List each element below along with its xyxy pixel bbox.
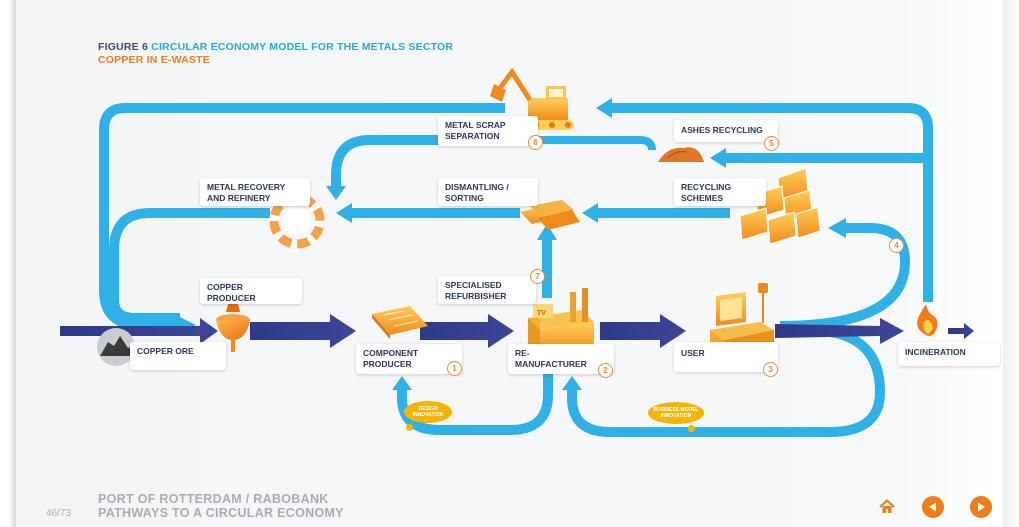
triangle-right-icon (978, 502, 985, 512)
design-innovation-bubble: DESIGN INNOVATION (404, 401, 452, 423)
component-producer-line1: COMPONENT (363, 348, 419, 358)
refurbisher-line2: REFURBISHER (445, 291, 507, 301)
loop-user-to-recycling (779, 223, 911, 331)
node-metal-recovery: METAL RECOVERY AND REFINERY (200, 178, 310, 206)
ladle-icon (216, 304, 250, 352)
recycling-schemes-line1: RECYCLING (681, 182, 732, 192)
metal-recovery-line1: METAL RECOVERY (207, 182, 286, 192)
refurbisher-line1: SPECIALISED (445, 280, 502, 290)
step-badge-2: 2 (598, 363, 613, 378)
loop-arrowheads (178, 98, 846, 390)
copper-producer-line2: PRODUCER (207, 293, 256, 303)
user-label: USER (681, 348, 705, 358)
design-bubble-line2: INNOVATION (412, 412, 444, 418)
loop-ashes-link (520, 136, 656, 151)
boards-pile-icon (520, 200, 580, 230)
remanufacturer-line2: MANUFACTURER (515, 359, 587, 369)
excavator-icon (490, 67, 574, 130)
home-button[interactable] (876, 496, 898, 518)
loop-scrap-to-producer (99, 103, 505, 330)
node-copper-producer: COPPER PRODUCER (200, 278, 302, 304)
business-innovation-bubble: BUSINESS MODEL INNOVATION (648, 402, 704, 424)
step-badge-7: 7 (530, 269, 545, 284)
business-bubble-tail (688, 425, 695, 432)
node-recycling-schemes: RECYCLING SCHEMES (674, 178, 766, 206)
footer-report-title: PATHWAYS TO A CIRCULAR ECONOMY (98, 506, 344, 520)
ashes-recycling-label: ASHES RECYCLING (681, 125, 763, 135)
next-page-button[interactable] (970, 496, 992, 518)
flame-icon (917, 304, 938, 336)
circuit-board-icon (372, 306, 428, 339)
footer-publisher: PORT OF ROTTERDAM / RABOBANK (98, 492, 329, 506)
node-dismantling: DISMANTLING / SORTING (438, 178, 538, 206)
copper-producer-line1: COPPER (207, 282, 243, 292)
right-edge-shadow (1003, 0, 1019, 527)
step-badge-5: 5 (764, 136, 779, 151)
home-icon (879, 499, 895, 513)
node-metal-scrap: METAL SCRAP SEPARATION (438, 116, 538, 146)
previous-page-button[interactable] (922, 496, 944, 518)
business-bubble-line1: BUSINESS MODEL (653, 407, 699, 413)
design-bubble-line1: DESIGN (418, 406, 438, 412)
component-producer-line2: PRODUCER (363, 359, 412, 369)
node-component-producer: COMPONENT PRODUCER (356, 344, 462, 374)
triangle-left-icon (929, 502, 936, 512)
metal-scrap-line1: METAL SCRAP (445, 120, 506, 130)
loop-arrows (99, 103, 933, 437)
loop-recovery-to-producer (109, 208, 270, 323)
node-user: USER (674, 342, 778, 372)
left-edge-shadow (8, 0, 16, 527)
remanufacturer-line1: RE- (515, 348, 530, 358)
figure-label: FIGURE 6 (98, 41, 149, 53)
node-copper-ore: COPPER ORE (130, 342, 226, 370)
business-bubble-line2: INNOVATION (660, 413, 692, 419)
dismantling-line1: DISMANTLING / (445, 182, 509, 192)
recycling-bins-icon (739, 167, 821, 245)
figure-title: FIGURE 6 CIRCULAR ECONOMY MODEL FOR THE … (98, 41, 453, 53)
step-badge-6: 6 (528, 135, 543, 150)
node-ashes-recycling: ASHES RECYCLING (674, 120, 778, 142)
page-number: 46/73 (46, 508, 72, 519)
step-badge-3: 3 (763, 362, 778, 377)
copper-ore-label: COPPER ORE (137, 346, 194, 356)
dismantling-line2: SORTING (445, 193, 484, 203)
loop-to-metal-recovery (331, 135, 520, 186)
incineration-label: INCINERATION (905, 347, 966, 357)
step-badge-1: 1 (447, 361, 462, 376)
node-specialised-refurbisher: SPECIALISED REFURBISHER (438, 276, 536, 304)
metal-recovery-line2: AND REFINERY (207, 193, 271, 203)
copper-ore-icon (97, 328, 138, 366)
figure-subtitle: COPPER IN E-WASTE (98, 54, 210, 66)
figure-title-text: CIRCULAR ECONOMY MODEL FOR THE METALS SE… (151, 41, 454, 53)
recycling-schemes-line2: SCHEMES (681, 193, 724, 203)
step-badge-4: 4 (889, 238, 904, 253)
loop-incineration-top (612, 103, 933, 302)
svg-text:TV: TV (537, 310, 546, 317)
metal-scrap-line2: SEPARATION (445, 131, 500, 141)
main-flow-arrows (60, 314, 974, 348)
loop-business-innovation (567, 327, 886, 437)
node-remanufacturer: RE- MANUFACTURER (508, 344, 614, 374)
design-bubble-tail (406, 424, 413, 431)
ashes-pile-icon (658, 147, 704, 162)
node-incineration: INCINERATION (898, 342, 1000, 366)
